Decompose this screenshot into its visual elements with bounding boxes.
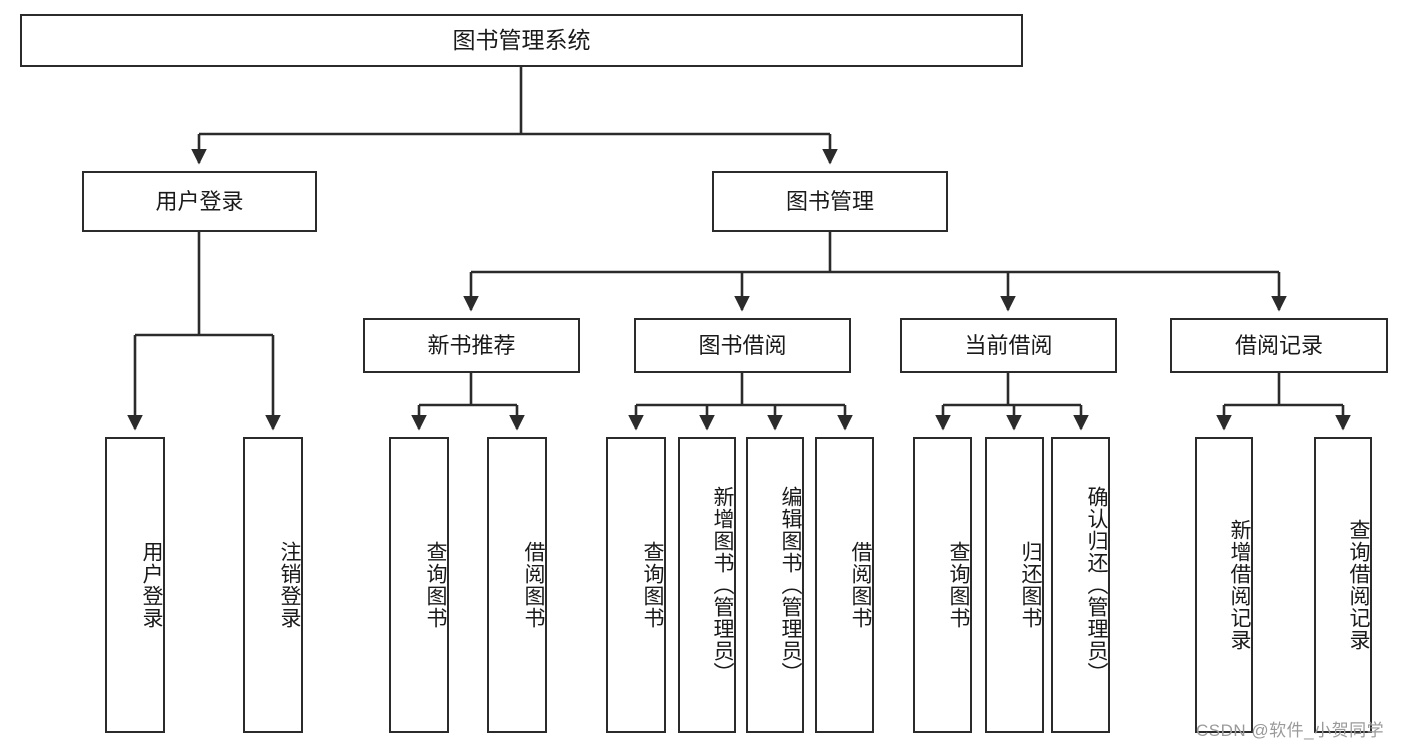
leaf-node[interactable]: 查询图书 (389, 437, 449, 733)
leaf-node-label: 借阅图书 (849, 541, 872, 629)
leaf-node[interactable]: 查询图书 (606, 437, 666, 733)
leaf-node[interactable]: 注销登录 (243, 437, 303, 733)
leaf-node[interactable]: 确认归还（管理员） (1051, 437, 1110, 733)
leaf-node-label: 编辑图书（管理员） (779, 486, 802, 684)
leaf-node[interactable]: 借阅图书 (815, 437, 874, 733)
node-book-borrow[interactable]: 图书借阅 (634, 318, 851, 373)
node-user-login[interactable]: 用户登录 (82, 171, 317, 232)
node-current-borrow[interactable]: 当前借阅 (900, 318, 1117, 373)
leaf-node-label: 查询图书 (424, 541, 447, 629)
leaf-node-label: 用户登录 (140, 541, 163, 629)
leaf-node[interactable]: 借阅图书 (487, 437, 547, 733)
leaf-node[interactable]: 归还图书 (985, 437, 1044, 733)
node-borrow-records[interactable]: 借阅记录 (1170, 318, 1388, 373)
leaf-node-label: 查询借阅记录 (1347, 519, 1370, 651)
leaf-node[interactable]: 编辑图书（管理员） (746, 437, 804, 733)
leaf-node-label: 查询图书 (641, 541, 664, 629)
leaf-node-label: 注销登录 (278, 541, 301, 629)
leaf-node-label: 确认归还（管理员） (1085, 486, 1108, 684)
leaf-node-label: 新增借阅记录 (1228, 519, 1251, 651)
csdn-watermark: CSDN @软件_小贺同学 (1196, 721, 1385, 740)
node-book-management[interactable]: 图书管理 (712, 171, 948, 232)
leaf-node-label: 归还图书 (1019, 541, 1042, 629)
leaf-node[interactable]: 查询借阅记录 (1314, 437, 1372, 733)
leaf-node-label: 查询图书 (947, 541, 970, 629)
leaf-node[interactable]: 查询图书 (913, 437, 972, 733)
leaf-node[interactable]: 用户登录 (105, 437, 165, 733)
node-new-book-recommend[interactable]: 新书推荐 (363, 318, 580, 373)
leaf-node-label: 借阅图书 (522, 541, 545, 629)
leaf-node-label: 新增图书（管理员） (711, 486, 734, 684)
leaf-node[interactable]: 新增图书（管理员） (678, 437, 736, 733)
node-root-system[interactable]: 图书管理系统 (20, 14, 1023, 67)
leaf-node[interactable]: 新增借阅记录 (1195, 437, 1253, 733)
